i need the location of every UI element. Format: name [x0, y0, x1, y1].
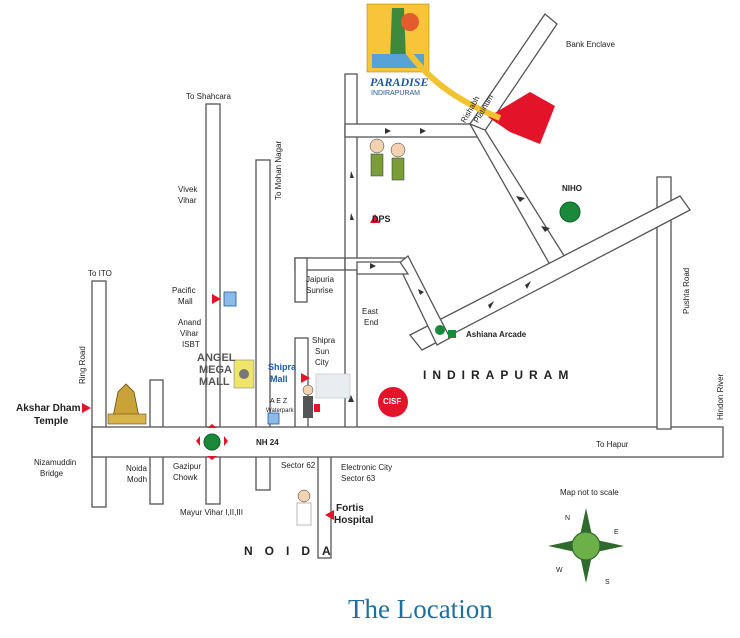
to-shahdara-label: To Shahcara	[186, 92, 231, 101]
dps-kids-icon	[369, 138, 406, 181]
noida-modh-label-1: Noida	[126, 464, 147, 473]
ashiana-marker	[435, 325, 445, 335]
anand-vihar-label-1: Anand	[178, 318, 202, 327]
angel-label-3: MALL	[199, 376, 230, 388]
bank-enclave-label: Bank Enclave	[566, 40, 615, 49]
road-dps-top	[344, 123, 486, 138]
ashiana-label: Ashiana Arcade	[466, 330, 527, 339]
road-indirapuram-link	[356, 261, 410, 275]
mayur-vihar-label: Mayur Vihar I,II,III	[180, 508, 243, 517]
gazipur-label-1: Gazipur	[173, 462, 202, 471]
nh24-label: NH 24	[256, 438, 279, 447]
anand-vihar-label-3: ISBT	[182, 340, 200, 349]
doctor-icon	[296, 489, 312, 526]
shipra-sun-label-1: Shipra	[312, 336, 336, 345]
paradise-brand-sub: INDIRAPURAM	[371, 90, 421, 97]
fortis-label-1: Fortis	[336, 503, 364, 514]
electronic-city-label-1: Electronic City	[341, 463, 393, 472]
noida-area-label: NOIDA	[244, 544, 343, 558]
nizamuddin-label-1: Nizamuddin	[34, 458, 77, 467]
jaipuria-label-2: Sunrise	[306, 286, 334, 295]
compass-w: W	[556, 567, 563, 574]
gazipur-label-2: Chowk	[173, 473, 198, 482]
pointer-arrows	[82, 214, 380, 520]
map-scale-note: Map not to scale	[560, 488, 619, 497]
pacific-mall-label-1: Pacific	[172, 286, 196, 295]
paradise-sweep	[405, 50, 502, 121]
pushta-road	[656, 176, 672, 430]
shipra-mall-building	[315, 373, 351, 399]
shipra-sun-label-3: City	[315, 358, 329, 367]
compass-e: E	[614, 529, 619, 536]
jaipuria-label-1: Jaipuria	[306, 275, 335, 284]
anand-vihar-label-2: Vihar	[180, 329, 199, 338]
to-hapur-label: To Hapur	[596, 440, 629, 449]
to-mohan-nagar-label: To Mohan Nagar	[274, 140, 283, 200]
noida-modh-label-2: Modh	[127, 475, 148, 484]
electronic-city-label-2: Sector 63	[341, 474, 376, 483]
angel-mall-dot	[239, 369, 249, 379]
direction-arrows	[348, 128, 550, 402]
road-network	[91, 73, 724, 559]
ring-road-label: Ring Road	[78, 346, 87, 384]
aez-marker	[267, 412, 280, 425]
roundabout-marker	[203, 433, 221, 451]
aez-label-2: Waterpark	[266, 408, 294, 414]
indirapuram-area-label: INDIRAPURAM	[423, 368, 575, 382]
to-ito-label: To ITO	[88, 269, 112, 278]
east-end-label-1: East	[362, 307, 379, 316]
road-jaipuria-v	[294, 257, 308, 303]
road-anand-vihar	[205, 103, 221, 505]
angel-label-1: ANGEL	[197, 352, 236, 364]
east-end-label-2: End	[364, 318, 379, 327]
paradise-site	[488, 92, 555, 144]
diagonal-to-niho	[408, 195, 691, 351]
sector62-label: Sector 62	[281, 461, 316, 470]
cisf-marker	[378, 387, 408, 417]
shipra-mall-label-2: Mall	[270, 374, 288, 384]
niho-label: NIHO	[562, 184, 582, 193]
shopper-icon	[302, 384, 320, 418]
vivek-vihar-label-2: Vihar	[178, 196, 197, 205]
nizamuddin-label-2: Bridge	[40, 469, 64, 478]
cisf-label: CISF	[383, 397, 402, 406]
akshar-label-1: Akshar Dham	[16, 403, 81, 414]
shipra-sun-label-2: Sun	[315, 347, 330, 356]
pushta-road-label: Pushta Road	[682, 267, 691, 314]
hindon-river-label: Hindon River	[716, 373, 725, 420]
compass-n: N	[565, 515, 571, 522]
niho-marker	[559, 201, 581, 223]
pacific-mall-marker	[223, 291, 237, 307]
vivek-vihar-label-1: Vivek	[178, 185, 198, 194]
fortis-label-2: Hospital	[334, 515, 374, 526]
paradise-brand: PARADISE	[370, 75, 429, 89]
akshar-label-2: Temple	[34, 416, 69, 427]
dps-label: DPS	[372, 214, 391, 224]
ring-road	[91, 280, 107, 508]
pacific-mall-label-2: Mall	[178, 297, 193, 306]
ashiana-square	[448, 330, 456, 338]
page-title: The Location	[348, 594, 493, 624]
road-mohan-nagar	[255, 159, 271, 491]
temple-icon	[107, 383, 147, 425]
angel-label-2: MEGA	[199, 364, 232, 376]
shipra-mall-label-1: Shipra	[268, 362, 297, 372]
roundabout-arrows	[196, 424, 228, 460]
compass-icon	[548, 508, 624, 583]
aez-label-1: A E Z	[270, 398, 288, 405]
compass-s: S	[605, 579, 610, 586]
